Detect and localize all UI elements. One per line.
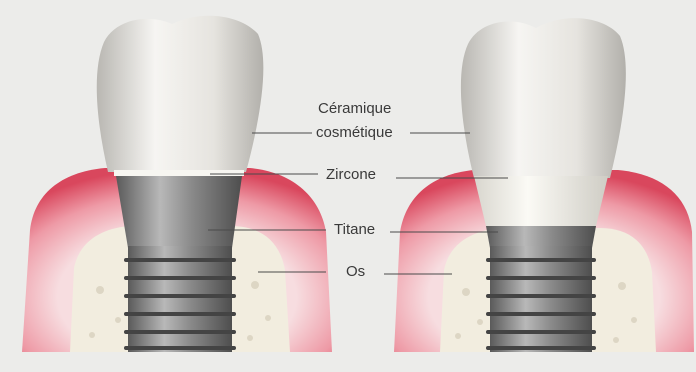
right-zirconia-abutment	[474, 176, 608, 226]
label-ceramic-line2: cosmétique	[316, 124, 393, 142]
left-crown	[97, 16, 264, 172]
left-implant	[22, 16, 332, 352]
right-crown	[461, 18, 626, 178]
left-abutment	[116, 176, 242, 248]
right-implant	[394, 18, 694, 352]
left-implant-screw	[124, 246, 236, 352]
right-titanium-collar	[486, 226, 596, 248]
label-zircone: Zircone	[326, 166, 376, 184]
label-os: Os	[346, 263, 365, 281]
label-titane: Titane	[334, 221, 375, 239]
right-implant-screw	[486, 246, 596, 352]
label-ceramic-line1: Céramique	[318, 100, 391, 118]
left-zirconia-ring	[114, 170, 244, 176]
